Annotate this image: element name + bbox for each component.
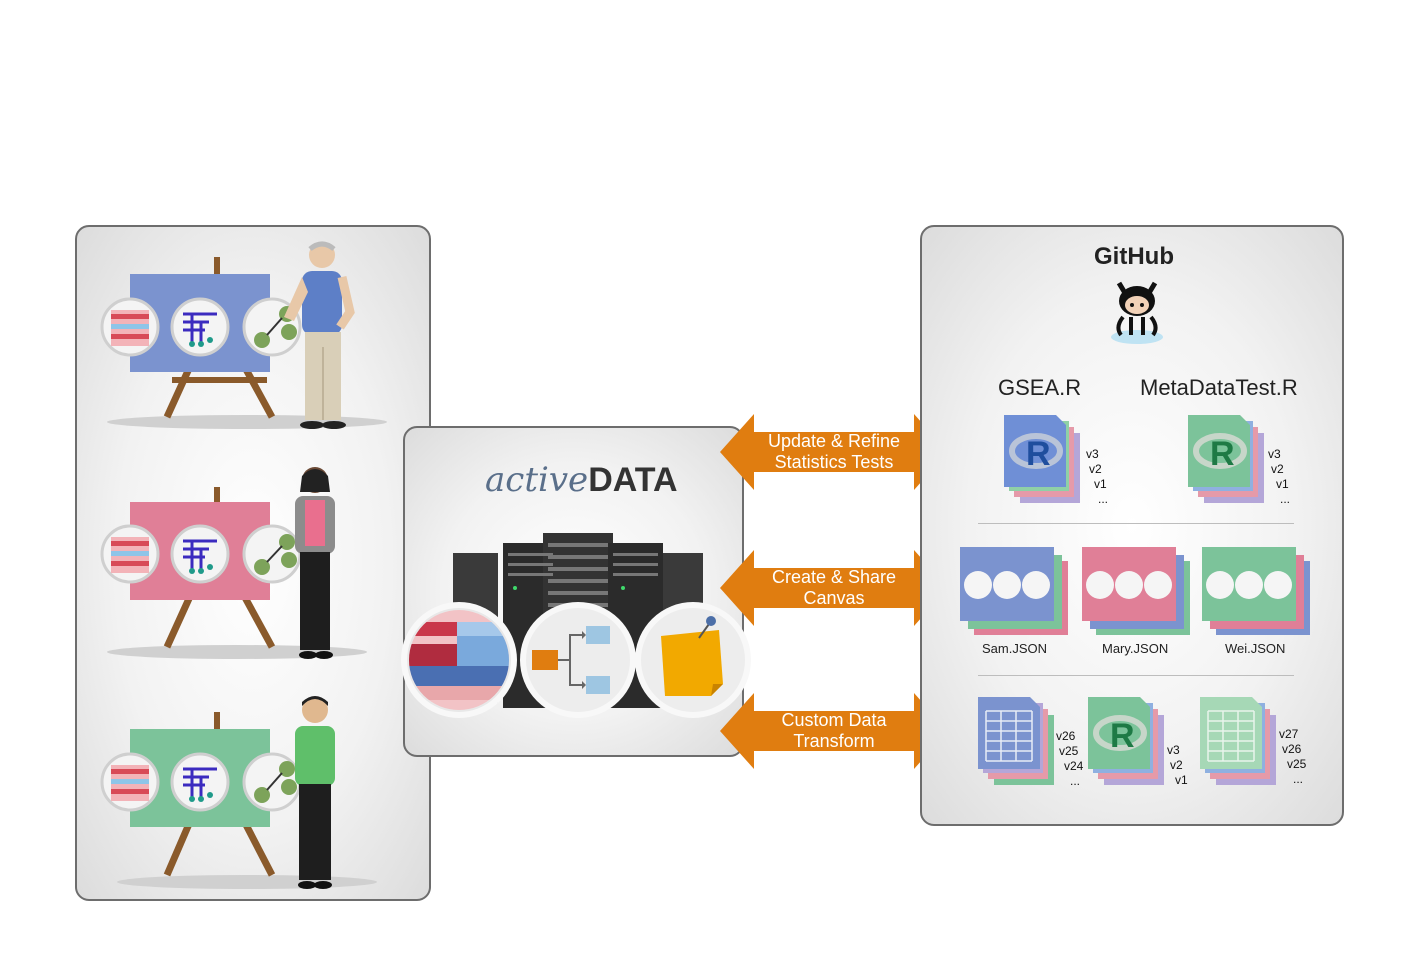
- canvas-json-icon-sam: [960, 547, 1068, 635]
- version-label: v27: [1279, 727, 1299, 741]
- data-table-icon: [401, 602, 517, 718]
- arrow-2-line2: Canvas: [803, 588, 865, 608]
- table-file-icon-green: [1200, 697, 1276, 785]
- arrow-label-3: Custom Data Transform: [754, 710, 914, 752]
- canvas-name-2: Mary.JSON: [1102, 641, 1169, 656]
- transform-3-versions: v27 v26 v25 ...: [1279, 727, 1306, 787]
- r-file-name-1: GSEA.R: [998, 375, 1082, 400]
- r-file-name-2: MetaDataTest.R: [1140, 375, 1298, 400]
- arrow-label-2: Create & Share Canvas: [754, 567, 914, 609]
- brand-bold: DATA: [588, 461, 678, 499]
- brand-light: active: [485, 460, 589, 500]
- version-label: v25: [1287, 757, 1307, 771]
- workflow-icon: [520, 602, 636, 718]
- canvas-json-icon-wei: [1202, 547, 1310, 635]
- version-label: v1: [1175, 773, 1188, 787]
- canvas-name-1: Sam.JSON: [982, 641, 1048, 656]
- activedata-panel: activeDATA: [401, 426, 751, 757]
- person-sam: [284, 241, 355, 429]
- r-script-icon-green: R: [1188, 415, 1264, 503]
- version-label: v25: [1059, 744, 1079, 758]
- arrow-label-1: Update & Refine Statistics Tests: [754, 431, 914, 473]
- double-arrow-1: [720, 414, 948, 490]
- divider: [978, 675, 1294, 676]
- version-label: v1: [1094, 477, 1107, 491]
- version-label: v2: [1170, 758, 1183, 772]
- version-label: v26: [1056, 729, 1076, 743]
- person-wei: [295, 696, 335, 889]
- version-label: v24: [1064, 759, 1084, 773]
- octocat-icon: [1111, 281, 1163, 344]
- transform-1-versions: v26 v25 v24 ...: [1056, 729, 1083, 789]
- canvas-json-icon-mary: [1082, 547, 1190, 635]
- version-label: v26: [1282, 742, 1302, 756]
- easel-pink-illustration: [100, 487, 367, 659]
- r-file-1-versions: v3 v2 v1 ...: [1086, 447, 1108, 507]
- activedata-logo: activeDATA: [485, 460, 678, 500]
- version-label: ...: [1070, 774, 1081, 788]
- double-arrow-3: [720, 693, 948, 769]
- double-arrow-2: [720, 550, 948, 626]
- arrow-3-line2: Transform: [793, 731, 875, 751]
- transform-2-versions: v3 v2 v1: [1167, 743, 1188, 788]
- canvas-name-3: Wei.JSON: [1225, 641, 1286, 656]
- github-title: GitHub: [1094, 243, 1174, 270]
- table-file-icon-blue: [978, 697, 1054, 785]
- easel-green-illustration: [100, 712, 377, 889]
- version-label: ...: [1280, 492, 1291, 506]
- users-panel: [75, 225, 431, 901]
- arrow-3-line1: Custom Data: [781, 710, 887, 730]
- r-file-2-versions: v3 v2 v1 ...: [1268, 447, 1290, 507]
- version-label: ...: [1293, 772, 1304, 786]
- arrow-2-line1: Create & Share: [771, 567, 897, 587]
- r-script-icon-transform: R: [1088, 697, 1164, 785]
- version-label: v1: [1276, 477, 1289, 491]
- svg-text:R: R: [1110, 717, 1135, 755]
- sticky-note-icon: [635, 602, 751, 718]
- arrow-1-line2: Statistics Tests: [774, 452, 894, 472]
- divider: [978, 523, 1294, 524]
- github-panel: GitHub GSEA.R MetaDataTest.R R v3 v2 v1 …: [920, 225, 1344, 826]
- version-label: v3: [1086, 447, 1099, 461]
- r-script-icon-blue: R: [1004, 415, 1080, 503]
- arrow-1-line1: Update & Refine: [767, 431, 901, 451]
- easel-blue-illustration: [100, 257, 387, 429]
- version-label: v3: [1268, 447, 1281, 461]
- svg-text:R: R: [1026, 435, 1051, 473]
- svg-text:R: R: [1210, 435, 1235, 473]
- version-label: v2: [1089, 462, 1102, 476]
- version-label: v3: [1167, 743, 1180, 757]
- version-label: v2: [1271, 462, 1284, 476]
- version-label: ...: [1098, 492, 1109, 506]
- person-mary: [295, 467, 335, 659]
